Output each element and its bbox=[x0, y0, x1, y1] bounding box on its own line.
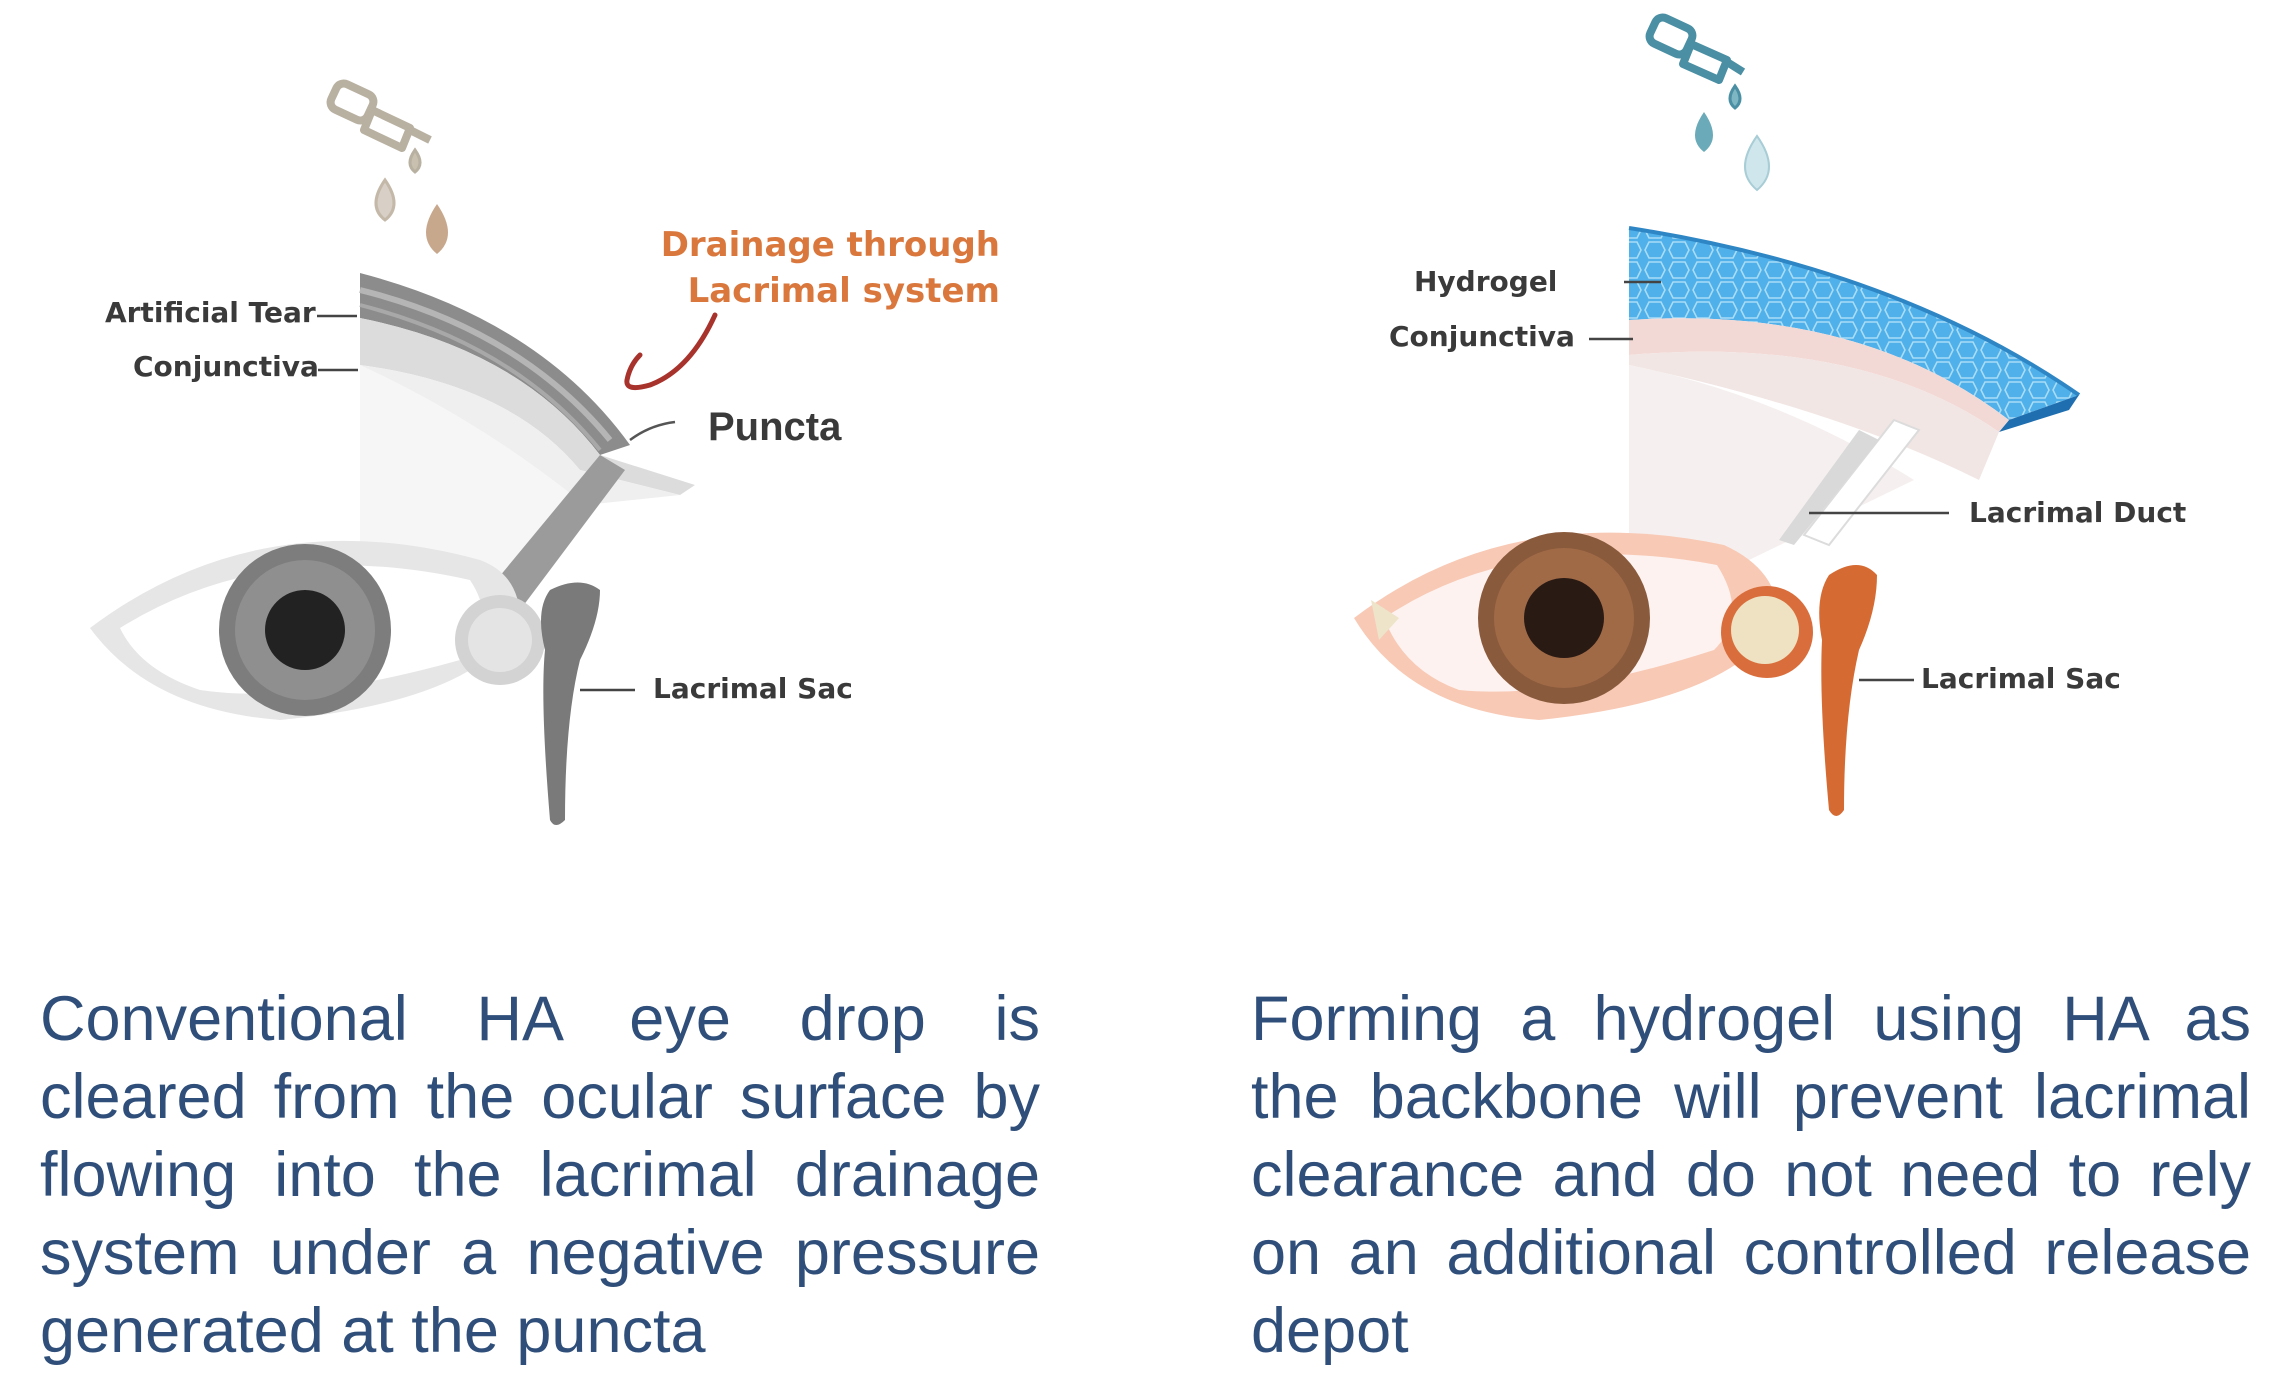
lacrimal-sac-label: Lacrimal Sac bbox=[653, 672, 853, 705]
left-panel: Artificial Tear Conjunctiva Puncta Drain… bbox=[0, 0, 1139, 1384]
conventional-caption: Conventional HA eye drop is cleared from… bbox=[40, 984, 1040, 1366]
lacrimal-sac-gray bbox=[541, 582, 600, 825]
hydrogel-illustration bbox=[1354, 13, 2081, 816]
conventional-eye-drop-illustration bbox=[90, 79, 718, 825]
lacrimal-duct-label: Lacrimal Duct bbox=[1969, 496, 2187, 529]
teal-drop-small-icon bbox=[1728, 83, 1742, 110]
drainage-label-line1: Drainage through bbox=[660, 225, 1000, 265]
hydrogel-caption: Forming a hydrogel using HA as the backb… bbox=[1251, 984, 2251, 1366]
conjunctiva-label: Conjunctiva bbox=[133, 350, 319, 383]
lacrimal-sac-orange bbox=[1819, 565, 1877, 816]
drop-medium-icon bbox=[374, 177, 396, 222]
hydrogel-label: Hydrogel bbox=[1414, 265, 1558, 298]
drainage-label: Drainage through Lacrimal system bbox=[650, 222, 1000, 314]
artificial-tear-label: Artificial Tear bbox=[105, 296, 316, 329]
lacrimal-duct-gray bbox=[480, 455, 625, 610]
hex-drop-icon bbox=[1744, 134, 1770, 192]
hydrogel-layer bbox=[1629, 228, 2079, 420]
puncta-label: Puncta bbox=[708, 405, 842, 449]
pupil-dark bbox=[1524, 578, 1604, 658]
conjunctiva-pink-layer bbox=[1629, 318, 2009, 432]
conjunctiva-label-right: Conjunctiva bbox=[1389, 320, 1575, 353]
drainage-arrow bbox=[624, 312, 718, 391]
eye-dropper-icon bbox=[326, 79, 432, 152]
conjunctiva-layer bbox=[360, 318, 695, 495]
teal-drop-medium-icon bbox=[1695, 112, 1713, 152]
drainage-label-line2: Lacrimal system bbox=[687, 271, 1000, 311]
lacrimal-sac-label-right: Lacrimal Sac bbox=[1921, 662, 2121, 695]
pupil bbox=[265, 590, 345, 670]
drop-small-icon bbox=[408, 147, 422, 174]
right-panel: Hydrogel Conjunctiva Lacrimal Duct Lacri… bbox=[1139, 0, 2278, 1384]
drop-large-icon bbox=[426, 204, 448, 254]
hydrogel-dropper-icon bbox=[1645, 13, 1746, 84]
